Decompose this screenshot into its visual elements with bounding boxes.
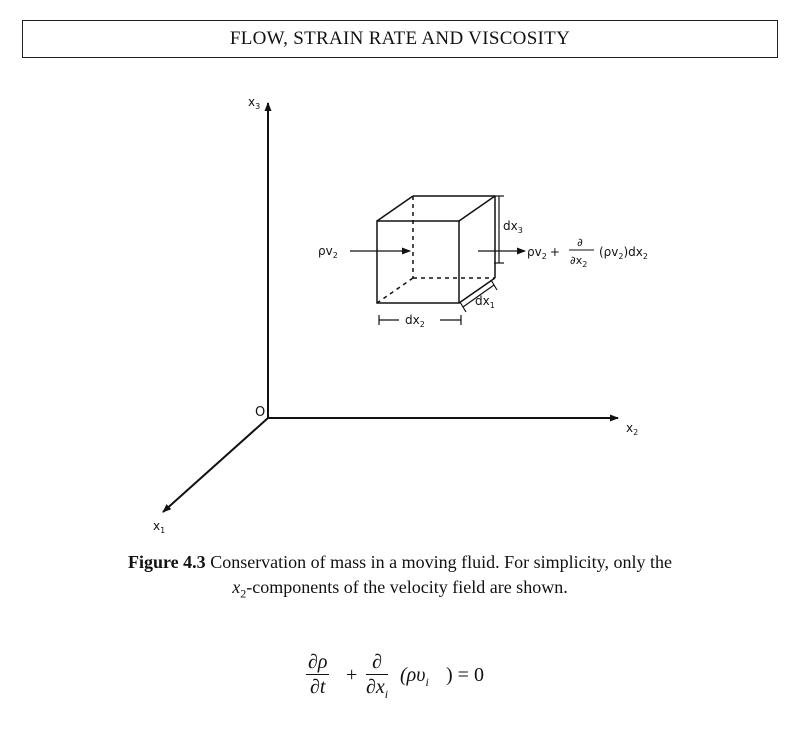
caption-line-1: Figure 4.3 Conservation of mass in a mov… [0,550,800,575]
x1-axis [162,417,269,513]
control-volume-figure: x3 x2 x1 O [153,95,648,535]
inflow-label: ρv2 [318,244,338,260]
caption-text-line-2: -components of the velocity field are sh… [246,577,568,597]
svg-text:∂x2: ∂x2 [570,254,587,269]
flux-term: (ρυi [400,664,429,689]
equation-rhs: ) = 0 [446,664,484,686]
dx2-dimension [378,315,462,325]
x3-axis-label: x3 [248,95,260,111]
time-derivative-term: ∂ρ ∂t [306,651,330,698]
caption-variable: x [232,577,241,597]
running-header-title: FLOW, STRAIN RATE AND VISCOSITY [229,28,571,49]
svg-text:∂: ∂ [577,236,583,249]
dx3-dimension [494,195,504,264]
caption-label: Figure 4.3 [128,552,206,572]
caption-text-line-1: Conservation of mass in a moving fluid. … [210,552,672,572]
outflow-label: ρv2+ [527,245,560,261]
running-header: FLOW, STRAIN RATE AND VISCOSITY [22,20,778,58]
caption-variable-subscript: 2 [240,586,247,601]
dx3-label: dx3 [503,219,523,235]
continuity-equation: ∂ρ ∂t + ∂ ∂xi (ρυi ) = 0 [300,650,540,720]
x2-axis-label: x2 [626,421,638,437]
outflow-term: (ρv2)dx2 [599,245,648,261]
dx1-dimension [459,279,498,313]
dx1-label: dx1 [475,294,495,310]
x1-axis-label: x1 [153,519,165,535]
dx2-label: dx2 [405,313,425,329]
origin-label: O [255,405,265,420]
spatial-derivative-term: ∂ ∂xi [366,651,389,701]
caption-line-2: x2-components of the velocity field are … [0,575,800,607]
cube [376,195,496,304]
figure-caption: Figure 4.3 Conservation of mass in a mov… [0,550,800,607]
equation-plus: + [346,664,358,686]
outflow-partial-derivative: ∂ ∂x2 [569,236,594,269]
